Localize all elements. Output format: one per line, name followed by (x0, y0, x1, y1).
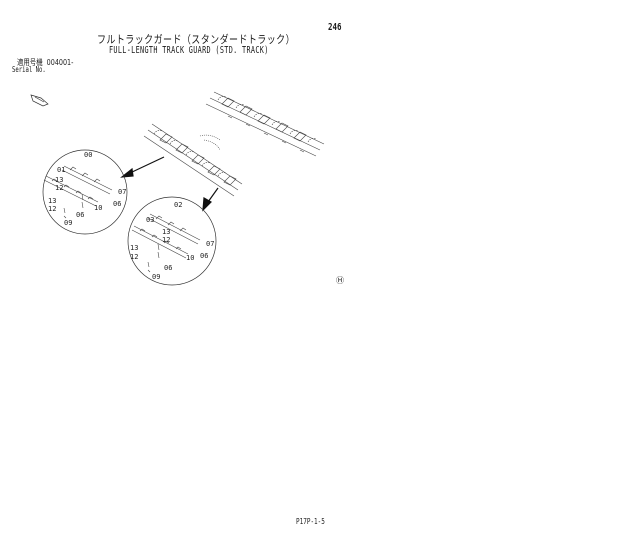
detail-upper-parts (43, 165, 113, 219)
figure-code: P17P-1-5 (296, 517, 325, 526)
serial-range: 004001- (46, 58, 74, 67)
callout-number: 07 (118, 188, 126, 196)
callout-number: 13 (48, 197, 56, 205)
track-link-icon (30, 94, 49, 107)
callout-number: 10 (186, 254, 194, 262)
callout-number: 02 (174, 201, 182, 209)
page-title-japanese: フルトラックガード（スタンダードトラック） (97, 33, 296, 46)
callout-number: 01 (57, 166, 65, 174)
callout-number: 06 (200, 252, 208, 260)
serial-number-label-jp: 適用号機 004001- (17, 59, 73, 67)
callout-number: 12 (48, 205, 56, 213)
callout-number: 09 (64, 219, 72, 227)
detail-leader-lower (202, 187, 219, 212)
callout-number: 10 (94, 204, 102, 212)
callout-number: 06 (113, 200, 121, 208)
callout-number: 07 (206, 240, 214, 248)
callout-number: 03 (146, 216, 154, 224)
page-title-english: FULL-LENGTH TRACK GUARD (STD. TRACK) (109, 45, 269, 56)
detail-circle-upper (42, 149, 128, 235)
callout-number: 13 (162, 228, 170, 236)
callout-labels-upper: 00 01 13 12 13 12 06 09 10 06 07 (48, 151, 126, 227)
callout-labels-lower: 02 03 13 12 13 12 06 09 10 06 07 (130, 201, 214, 281)
serial-number-label-en: Serial No. (12, 65, 46, 74)
callout-number: 13 (130, 244, 138, 252)
callout-number: 09 (152, 273, 160, 281)
serial-label-jp: 適用号機 (17, 58, 43, 67)
hitachi-mark-icon: Ⓗ (336, 276, 344, 285)
detail-lower-parts (131, 213, 201, 273)
track-assembly-rear (205, 91, 325, 157)
track-guard-assembly-main (143, 123, 243, 197)
callout-number: 12 (55, 184, 63, 192)
callout-number: 06 (76, 211, 84, 219)
detail-circle-lower (127, 196, 217, 286)
detail-leader-upper (120, 156, 165, 178)
callout-number: 12 (162, 236, 170, 244)
callout-number: 12 (130, 253, 138, 261)
callout-number: 00 (84, 151, 92, 159)
page-number: 246 (328, 22, 342, 33)
callout-number: 13 (55, 176, 63, 184)
callout-number: 06 (164, 264, 172, 272)
